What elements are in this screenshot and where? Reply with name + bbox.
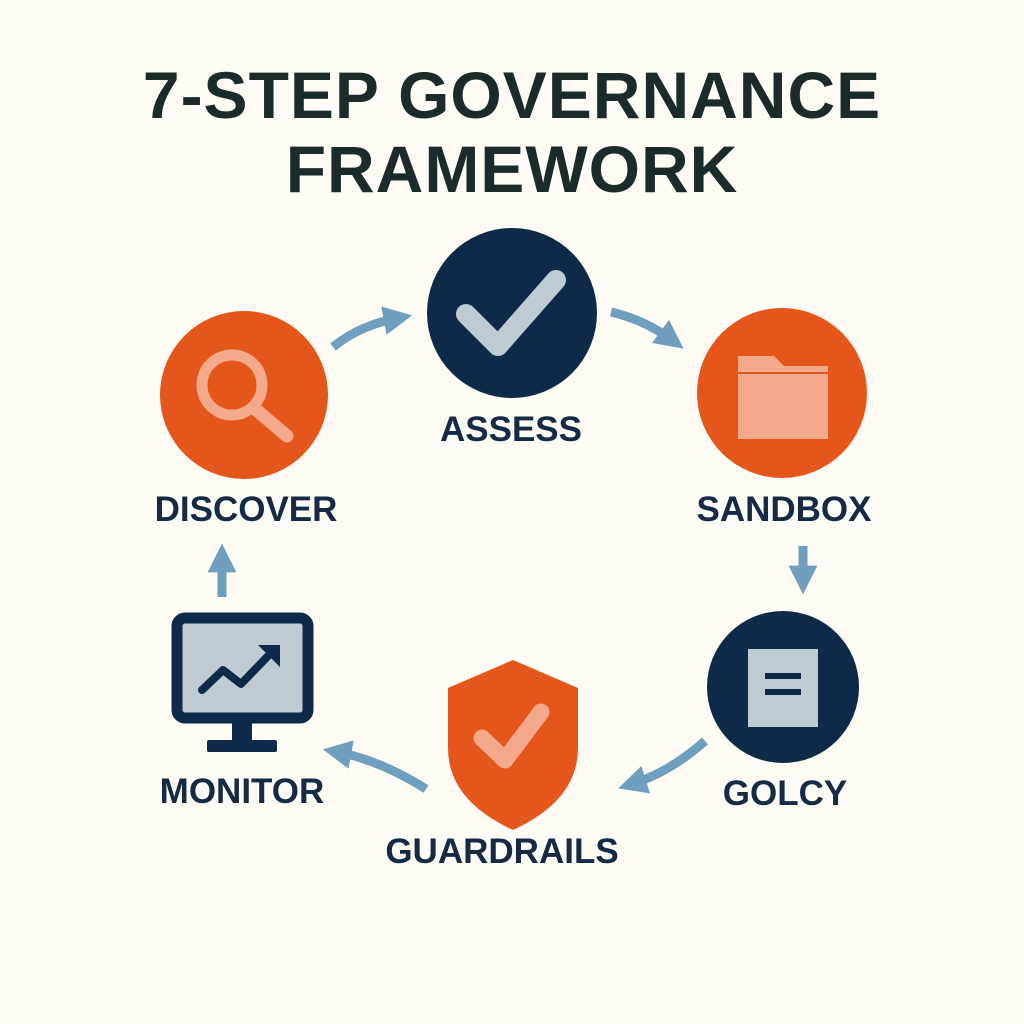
label-guardrails: GUARDRAILS	[385, 832, 619, 871]
label-discover: DISCOVER	[154, 490, 338, 529]
step-golcy	[707, 611, 859, 763]
arrow-assess-to-sandbox	[609, 307, 684, 349]
step-guardrails	[448, 660, 578, 830]
step-assess	[427, 228, 597, 398]
label-sandbox: SANDBOX	[696, 490, 872, 529]
title-line-2: FRAMEWORK	[285, 132, 739, 206]
label-assess: ASSESS	[440, 410, 582, 449]
checkmark-icon	[456, 270, 566, 356]
monitor-chart-icon	[171, 612, 314, 752]
document-icon	[748, 649, 818, 727]
arrow-discover-to-assess	[330, 306, 413, 351]
title-line-1: 7-STEP GOVERNANCE	[142, 58, 882, 132]
magnifier-icon	[196, 349, 294, 443]
discover-circle	[160, 311, 328, 479]
shield-check-icon	[473, 703, 550, 769]
diagram-title: 7-STEP GOVERNANCE FRAMEWORK	[0, 58, 1024, 206]
assess-circle	[427, 228, 597, 398]
step-sandbox	[697, 308, 867, 478]
step-discover	[160, 311, 328, 479]
label-golcy: GOLCY	[722, 774, 848, 813]
folder-icon	[738, 356, 828, 439]
arrow-golcy-to-guardrails	[618, 737, 708, 794]
arrow-guardrails-to-monitor	[322, 740, 429, 793]
label-monitor: MONITOR	[159, 772, 325, 811]
step-monitor	[171, 612, 314, 752]
